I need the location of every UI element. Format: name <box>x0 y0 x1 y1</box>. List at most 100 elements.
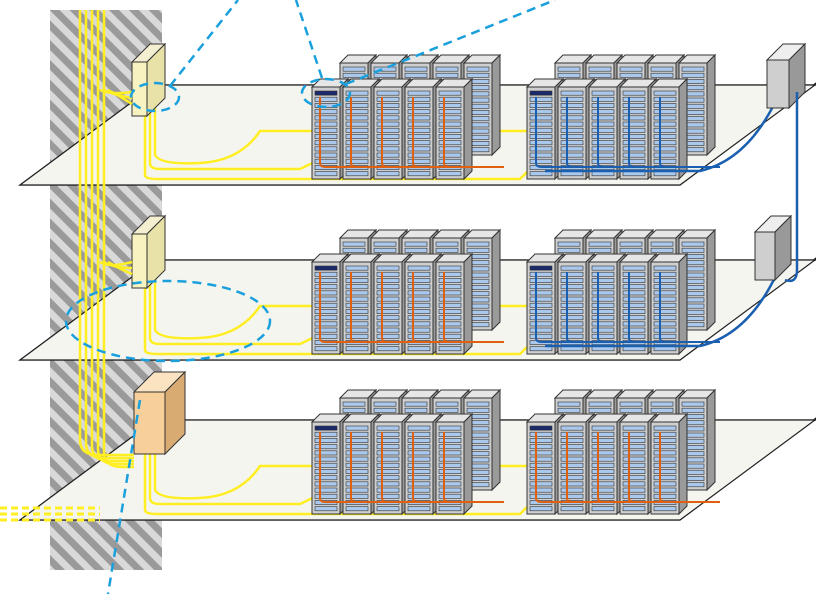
rack-unit <box>591 302 615 308</box>
rack-unit <box>407 109 431 115</box>
rack-unit <box>591 431 615 437</box>
rack-unit <box>560 265 584 271</box>
rack-unit <box>560 115 584 121</box>
patch-cable-left <box>381 97 442 168</box>
rack-unit <box>653 487 677 493</box>
rack-unit <box>560 96 584 102</box>
rack-unit <box>622 462 646 468</box>
rack-unit <box>404 241 428 247</box>
rack-unit <box>407 469 431 474</box>
rack-side <box>463 77 473 181</box>
rack-unit <box>653 115 677 121</box>
rack-unit <box>314 444 338 450</box>
rack-unit <box>653 271 677 277</box>
rack-unit <box>560 309 584 314</box>
rack-unit <box>529 469 553 474</box>
rack-unit <box>681 247 705 253</box>
rack-unit <box>529 475 553 481</box>
rack-unit <box>438 296 462 302</box>
rack-unit <box>653 456 677 462</box>
rack-unit <box>591 493 615 499</box>
rack-unit <box>529 127 553 133</box>
rack-unit <box>342 247 366 253</box>
rack-unit <box>435 66 459 72</box>
rack-unit <box>560 271 584 277</box>
rack-unit <box>314 425 338 431</box>
rack-unit <box>438 302 462 308</box>
rack-unit <box>407 96 431 102</box>
rack-unit <box>314 346 338 352</box>
rack-side <box>678 252 688 356</box>
rack-unit <box>653 333 677 339</box>
rack-unit <box>653 302 677 308</box>
rack-unit <box>407 115 431 121</box>
rack-unit <box>650 72 674 78</box>
floor-upper-floor <box>18 53 816 186</box>
rack-unit <box>438 115 462 121</box>
rack-unit <box>529 158 553 164</box>
rack-unit <box>622 284 646 290</box>
rack-unit <box>376 158 400 164</box>
rack-unit <box>560 425 584 431</box>
rack-side <box>491 228 501 332</box>
rack-unit <box>314 493 338 499</box>
riser-branch <box>107 260 133 276</box>
rack-unit <box>407 302 431 308</box>
rack-unit <box>342 241 366 247</box>
rack-unit <box>376 109 400 115</box>
rack-unit <box>342 66 366 72</box>
rack-unit <box>591 90 615 96</box>
callout-ellipse-rack <box>300 77 352 109</box>
rack-unit <box>376 438 400 443</box>
rack-unit <box>557 66 581 72</box>
rack-unit <box>560 134 584 139</box>
patch-cable-left <box>443 97 504 168</box>
rack-unit <box>591 103 615 108</box>
rack-unit <box>560 146 584 152</box>
rack-unit <box>560 462 584 468</box>
rack-unit <box>622 475 646 481</box>
rack-unit <box>438 140 462 146</box>
rack-unit <box>342 401 366 407</box>
rack-unit <box>438 506 462 512</box>
rack-unit <box>653 315 677 321</box>
rack-unit <box>376 431 400 437</box>
rack-side <box>678 77 688 181</box>
rack-unit <box>376 121 400 127</box>
floor-cable <box>143 240 531 356</box>
rack-unit <box>314 469 338 474</box>
rack-unit <box>529 456 553 462</box>
patch-cable-left <box>350 97 411 168</box>
rack-unit <box>345 506 369 512</box>
rack-unit <box>622 487 646 493</box>
rack-unit <box>622 327 646 333</box>
floor-cable <box>148 65 326 171</box>
rack-unit <box>345 327 369 333</box>
rack-unit <box>560 469 584 474</box>
rack-unit <box>438 487 462 493</box>
rack-unit <box>314 90 338 96</box>
rack-unit <box>345 481 369 487</box>
patch-cable-left <box>443 272 504 343</box>
rack-unit <box>345 425 369 431</box>
rack-unit <box>345 265 369 271</box>
rack-side <box>706 388 716 492</box>
rack-unit <box>591 134 615 139</box>
rack-unit <box>407 171 431 177</box>
patch-cable-right <box>628 432 689 503</box>
rack-unit <box>373 247 397 253</box>
rack-unit <box>438 284 462 290</box>
rack-unit <box>342 407 366 413</box>
rack-unit <box>557 72 581 78</box>
rack-unit <box>314 96 338 102</box>
rack-unit <box>376 302 400 308</box>
rack-unit <box>529 506 553 512</box>
rack-unit <box>438 152 462 158</box>
rack-unit <box>314 134 338 139</box>
wall-cabinet-icon <box>131 233 148 289</box>
rack-unit <box>591 444 615 450</box>
rack-unit <box>438 346 462 352</box>
rack-unit <box>560 121 584 127</box>
rack-unit <box>407 315 431 321</box>
